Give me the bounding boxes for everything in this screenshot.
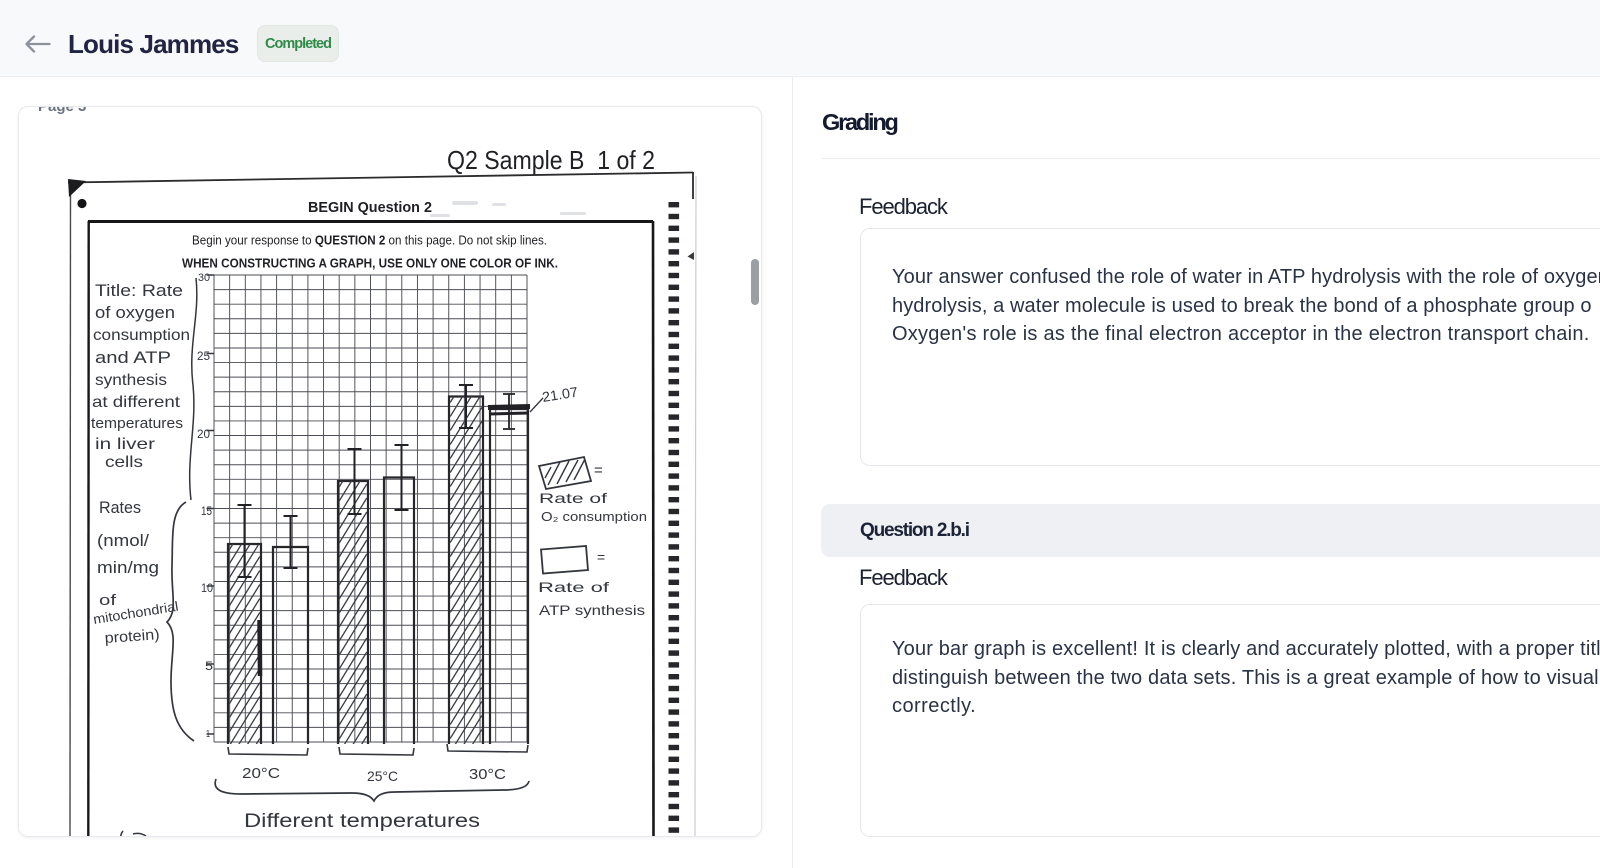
svg-text:20: 20 [197, 427, 210, 441]
svg-text:WHEN CONSTRUCTING A GRAPH, USE: WHEN CONSTRUCTING A GRAPH, USE ONLY ONE … [182, 256, 558, 271]
svg-text:21.07: 21.07 [541, 383, 579, 404]
svg-text:Rate of: Rate of [539, 490, 607, 506]
svg-text:=: = [597, 549, 605, 565]
svg-text:Begin your response to QUESTIO: Begin your response to QUESTION 2 on thi… [192, 234, 547, 248]
svg-text:temperatures: temperatures [91, 415, 183, 432]
svg-text:O₂ consumption: O₂ consumption [541, 509, 647, 524]
svg-text:5: 5 [205, 659, 213, 673]
svg-text:10: 10 [201, 581, 213, 595]
svg-text:BEGIN Question 2: BEGIN Question 2 [308, 200, 432, 216]
svg-text:20°C: 20°C [242, 765, 280, 782]
svg-text:at different: at different [92, 394, 181, 411]
svg-text:synthesis: synthesis [95, 372, 167, 389]
svg-text:15: 15 [201, 504, 212, 518]
svg-text:ATP synthesis: ATP synthesis [539, 603, 645, 618]
svg-text:Title: Rate: Title: Rate [95, 281, 183, 300]
svg-text:Rates: Rates [99, 498, 141, 517]
svg-text:30°C: 30°C [469, 766, 506, 783]
svg-text:=: = [594, 462, 603, 479]
svg-text:(nmol/: (nmol/ [97, 531, 149, 550]
svg-text:1: 1 [206, 729, 210, 740]
svg-text:25: 25 [197, 349, 210, 363]
svg-text:25°C: 25°C [367, 768, 398, 784]
svg-text:cells: cells [105, 454, 143, 471]
svg-text:Q2 Sample B 1 of 2: Q2 Sample B 1 of 2 [447, 145, 655, 175]
svg-text:min/mg: min/mg [97, 558, 159, 577]
svg-text:of: of [99, 592, 117, 609]
svg-text:Rate of: Rate of [538, 579, 609, 595]
svg-text:Different temperatures: Different temperatures [244, 811, 480, 832]
svg-text:protein): protein) [104, 626, 160, 647]
svg-text:consumption: consumption [93, 327, 190, 344]
svg-text:and ATP: and ATP [95, 348, 171, 367]
svg-text:30: 30 [198, 272, 210, 284]
svg-text:of oxygen: of oxygen [95, 303, 175, 322]
svg-text:in liver: in liver [95, 436, 156, 453]
